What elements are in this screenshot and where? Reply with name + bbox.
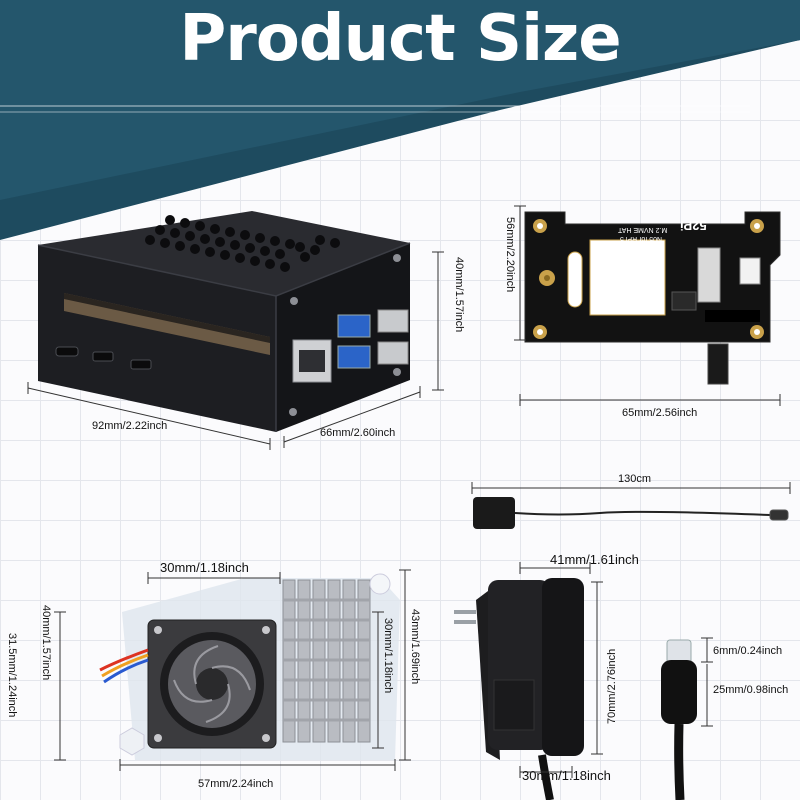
fan-bottom-label: 57mm/2.24inch xyxy=(198,778,274,790)
adapter-top-label: 41mm/1.61inch xyxy=(550,552,639,567)
case-length-label: 92mm/2.22inch xyxy=(92,420,168,432)
cable-length-label: 130cm xyxy=(618,473,652,485)
fan-top-label: 30mm/1.18inch xyxy=(160,560,249,575)
page-title: Product Size xyxy=(179,2,621,76)
plug-body-label: 25mm/0.98inch xyxy=(713,684,789,696)
hat-width-label: 65mm/2.56inch xyxy=(622,407,698,419)
plug-tip-label: 6mm/0.24inch xyxy=(713,645,783,657)
case-width-label: 66mm/2.60inch xyxy=(320,427,396,439)
adapter-bottom-label: 30mm/1.18inch xyxy=(522,768,611,783)
title-banner xyxy=(0,0,800,240)
